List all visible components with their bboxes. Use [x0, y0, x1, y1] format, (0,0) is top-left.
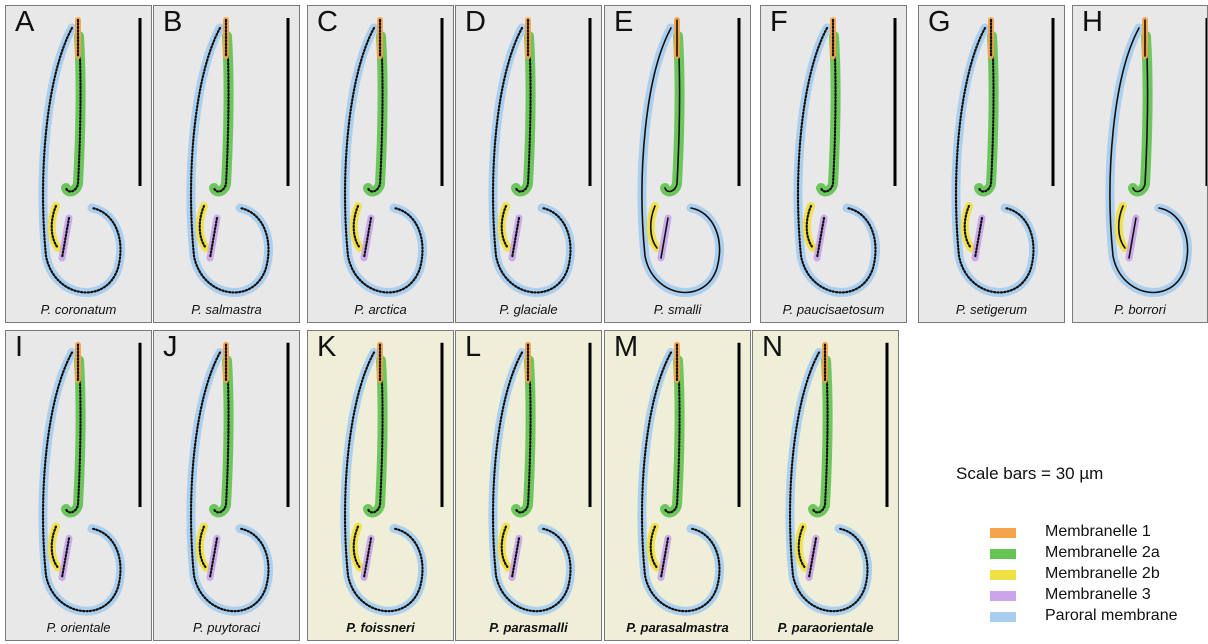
- oral-apparatus-drawing: [605, 331, 751, 641]
- oral-apparatus-drawing: [1073, 6, 1208, 323]
- oral-apparatus-drawing: [6, 331, 152, 641]
- oral-apparatus-drawing: [919, 6, 1065, 323]
- oral-apparatus-drawing: [456, 6, 602, 323]
- panel-f: F P. paucisaetosum: [760, 5, 907, 323]
- oral-apparatus-drawing: [6, 6, 152, 323]
- panel-h: H P. borrori: [1072, 5, 1208, 323]
- species-caption: P. glaciale: [456, 302, 601, 317]
- legend-swatch: [990, 570, 1016, 580]
- panel-letter: B: [163, 8, 182, 37]
- legend-label: Membranelle 2b: [1045, 565, 1160, 583]
- species-caption: P. arctica: [308, 302, 453, 317]
- panel-l: L P. parasmalli: [455, 330, 602, 641]
- panel-letter: I: [15, 333, 23, 362]
- scale-bar-note: Scale bars = 30 µm: [956, 464, 1103, 484]
- species-caption: P. orientale: [6, 620, 151, 635]
- legend-label: Membranelle 1: [1045, 523, 1151, 541]
- panel-n: N P. paraorientale: [752, 330, 899, 641]
- species-caption: P. borrori: [1073, 302, 1207, 317]
- panel-letter: E: [614, 8, 633, 37]
- species-caption: P. puytoraci: [154, 620, 299, 635]
- panel-k: K P. foissneri: [307, 330, 454, 641]
- panel-g: G P. setigerum: [918, 5, 1065, 323]
- panel-letter: J: [163, 333, 178, 362]
- panel-letter: N: [762, 333, 783, 362]
- panel-e: E P. smalli: [604, 5, 751, 323]
- panel-d: D P. glaciale: [455, 5, 602, 323]
- panel-letter: L: [465, 333, 481, 362]
- species-caption: P. parasmalli: [456, 620, 601, 635]
- panel-letter: H: [1082, 8, 1103, 37]
- panel-m: M P. parasalmastra: [604, 330, 751, 641]
- legend-label: Paroral membrane: [1045, 607, 1178, 625]
- panel-j: J P. puytoraci: [153, 330, 300, 641]
- panel-i: I P. orientale: [5, 330, 152, 641]
- oral-apparatus-drawing: [456, 331, 602, 641]
- oral-apparatus-drawing: [753, 331, 899, 641]
- oral-apparatus-drawing: [308, 6, 454, 323]
- legend-swatch: [990, 549, 1016, 559]
- legend-swatch: [990, 612, 1016, 622]
- panel-letter: K: [317, 333, 336, 362]
- oral-apparatus-drawing: [154, 6, 300, 323]
- species-caption: P. foissneri: [308, 620, 453, 635]
- panel-letter: C: [317, 8, 338, 37]
- oral-apparatus-drawing: [154, 331, 300, 641]
- panel-c: C P. arctica: [307, 5, 454, 323]
- legend-swatch: [990, 528, 1016, 538]
- species-caption: P. parasalmastra: [605, 620, 750, 635]
- legend-swatch: [990, 591, 1016, 601]
- species-caption: P. salmastra: [154, 302, 299, 317]
- panel-letter: D: [465, 8, 486, 37]
- oral-apparatus-drawing: [308, 331, 454, 641]
- species-caption: P. smalli: [605, 302, 750, 317]
- species-caption: P. setigerum: [919, 302, 1064, 317]
- panel-a: A P. coronatum: [5, 5, 152, 323]
- species-caption: P. coronatum: [6, 302, 151, 317]
- species-caption: P. paucisaetosum: [761, 302, 906, 317]
- panel-letter: F: [770, 8, 788, 37]
- panel-letter: A: [15, 8, 34, 37]
- panel-b: B P. salmastra: [153, 5, 300, 323]
- legend-label: Membranelle 2a: [1045, 544, 1160, 562]
- panel-letter: G: [928, 8, 951, 37]
- legend-label: Membranelle 3: [1045, 586, 1151, 604]
- oral-apparatus-drawing: [605, 6, 751, 323]
- panel-letter: M: [614, 333, 638, 362]
- species-caption: P. paraorientale: [753, 620, 898, 635]
- oral-apparatus-drawing: [761, 6, 907, 323]
